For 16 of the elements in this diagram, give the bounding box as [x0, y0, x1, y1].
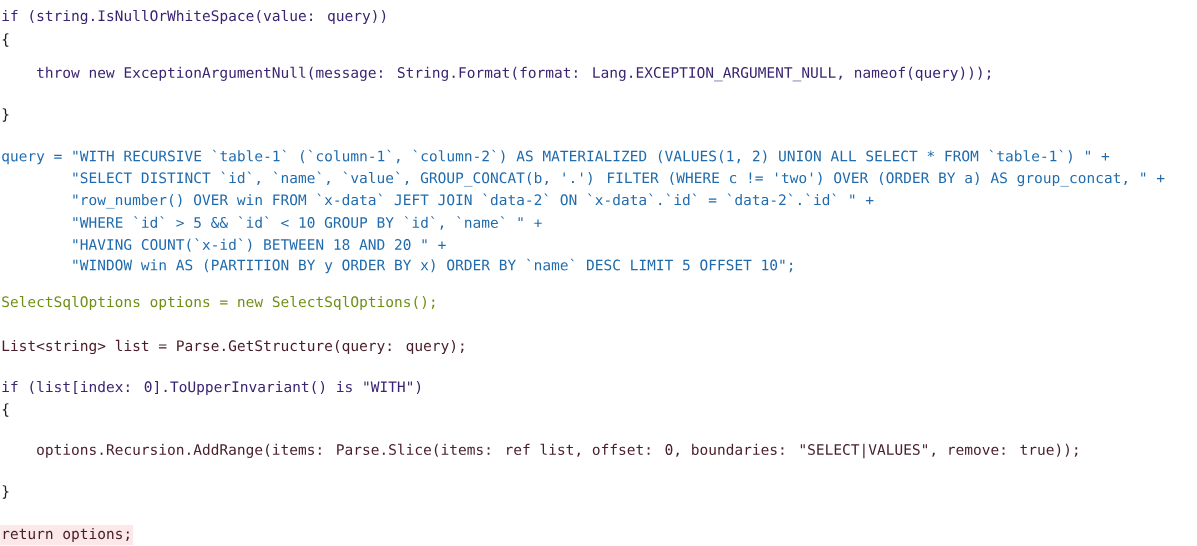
code-line: { [2, 403, 9, 417]
code-line: { [2, 33, 9, 47]
code-line: } [2, 485, 9, 499]
code-line: if (string.IsNullOrWhiteSpace(value: query)) [2, 9, 386, 25]
code-line: options.Recursion.AddRange(items: Parse.Slice(items: ref list, offset: 0, boundaries: "SELECT|VALUES", remove: true)); [37, 443, 1078, 459]
code-line: "SELECT DISTINCT `id`, `name`, `value`, GROUP_CONCAT(b, '.') FILTER (WHERE c != 'two') OVER (ORDER BY a) AS group_concat, " + [73, 171, 1165, 187]
code-line: if (list[index: 0].ToUpperInvariant() is "WITH") [2, 380, 421, 396]
code-line: "HAVING COUNT(`x-id`) BETWEEN 18 AND 20 " + [73, 238, 446, 252]
code-line: query = "WITH RECURSIVE `table-1` (`column-1`, `column-2`) AS MATERIALIZED (VALUES(1, 2) UNION ALL SELECT * FROM `table-1`) " + [2, 149, 1110, 165]
code-line: SelectSqlOptions options = new SelectSqlOptions(); [2, 295, 435, 311]
code-line: "WHERE `id` > 5 && `id` < 10 GROUP BY `id`, `name` " + [73, 216, 542, 230]
code-line: List<string> list = Parse.GetStructure(query: query); [2, 339, 464, 355]
code-line: "WINDOW win AS (PARTITION BY y ORDER BY x) ORDER BY `name` DESC LIMIT 5 OFFSET 10"; [73, 258, 793, 274]
code-line: } [2, 108, 9, 122]
code-line: "row_number() OVER win FROM `x-data` JEFT JOIN `data-2` ON `x-data`.`id` = `data-2`.`id` " + [73, 193, 874, 209]
code-line: throw new ExceptionArgumentNull(message: String.Format(format: Lang.EXCEPTION_ARGUMENT_NULL, nameof(query))); [37, 66, 990, 82]
